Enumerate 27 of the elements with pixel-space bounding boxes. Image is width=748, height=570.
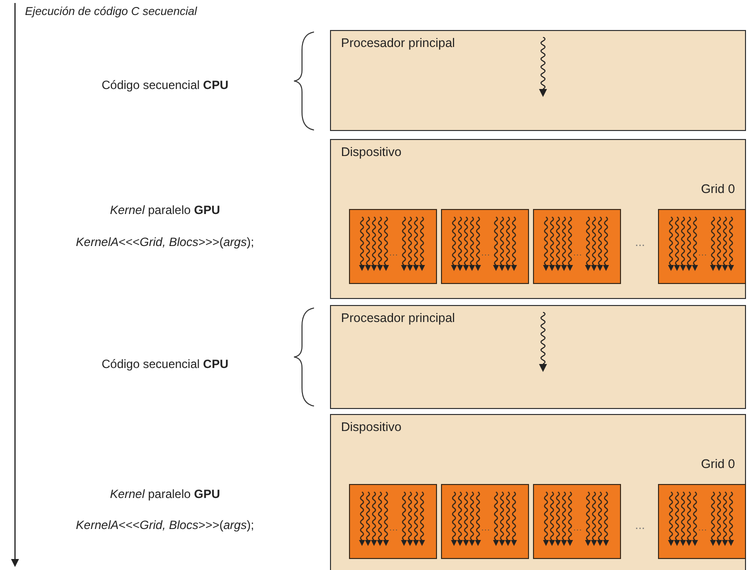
thread-block [349,209,437,284]
thread-block [533,209,621,284]
device-panel [330,139,746,299]
thread-block [349,484,437,559]
grid-label: Grid 0 [700,182,735,196]
thread-block [441,209,529,284]
thread-block [441,484,529,559]
ellipsis: ... [635,235,645,249]
section-label: Código secuencial CPU [102,357,228,371]
thread-block [533,484,621,559]
section-label: Código secuencial CPU [102,78,228,92]
panel-title: Dispositivo [341,145,402,159]
thread-block [658,209,746,284]
section-label: Kernel paralelo GPU [110,487,220,501]
panel-title: Procesador principal [341,36,455,50]
panel-title: Procesador principal [341,311,455,325]
panel-title: Dispositivo [341,420,402,434]
host-panel [330,30,746,131]
ellipsis: ... [635,518,645,532]
code-text: KernelA<<<Grid, Blocs>>>(args); [76,235,254,249]
code-text: KernelA<<<Grid, Blocs>>>(args); [76,518,254,532]
device-panel [330,414,746,570]
host-panel [330,305,746,409]
thread-block [658,484,746,559]
section-label: Kernel paralelo GPU [110,203,220,217]
grid-label: Grid 0 [700,457,735,471]
timeline-title: Ejecución de código C secuencial [25,6,197,18]
